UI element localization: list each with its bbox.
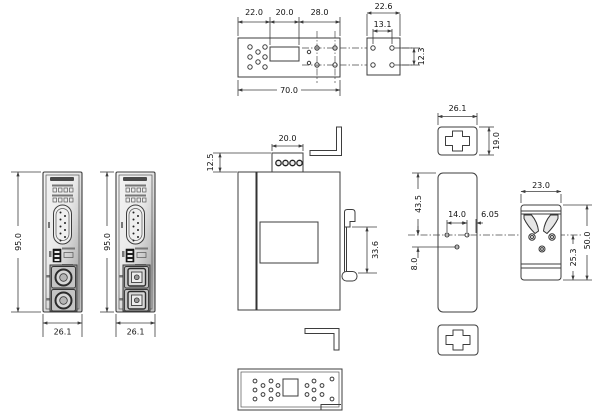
dim-clip-height: 50.0	[563, 204, 593, 281]
port-label	[121, 222, 123, 228]
dim-label: 19.0	[492, 132, 501, 150]
dim-plate-width: 26.1	[437, 104, 478, 125]
bottom-vent-holes-right	[304, 376, 335, 402]
back-body	[437, 172, 478, 313]
l-bracket-top	[309, 126, 342, 156]
l-bracket-bottom	[304, 328, 340, 351]
dim-label: 95.0	[14, 233, 23, 251]
dim-label: 23.0	[532, 181, 550, 190]
bottom-vent-holes-left	[252, 378, 281, 402]
cross-plate-bottom	[437, 324, 479, 356]
dim-label: 70.0	[280, 86, 298, 95]
dim-label: 6.05	[481, 210, 499, 219]
fiber-connectors-st	[46, 264, 78, 312]
dim-front2-height: 95.0	[100, 171, 114, 313]
spring-hook-right	[542, 214, 559, 235]
bottom-slot	[282, 378, 299, 397]
dim-bracket-width: 22.6	[366, 2, 401, 36]
dim-plate-height: 19.0	[479, 126, 501, 156]
model-label	[50, 177, 74, 181]
spring-hook-left	[523, 214, 540, 235]
din-clip-foot	[341, 271, 358, 282]
side-label-area	[259, 221, 319, 264]
dim-top-total: 70.0	[237, 80, 341, 96]
dim-label: 33.6	[371, 241, 380, 259]
db9-connector	[121, 204, 145, 245]
cross-hole	[445, 329, 471, 351]
dim-label: 26.1	[449, 104, 467, 113]
dim-clip-center-to-bottom: 25.3	[567, 234, 579, 281]
dim-bracket-pitch-x: 13.1	[372, 20, 393, 44]
top-view-vent-holes	[247, 44, 268, 70]
dim-front1-width: 26.1	[42, 314, 83, 337]
top-view-mount-holes	[306, 45, 338, 68]
db9-connector	[48, 204, 72, 245]
terminal-screws	[275, 159, 303, 167]
dim-label: 12.3	[417, 48, 426, 66]
cross-hole	[445, 130, 470, 152]
bracket-holes	[370, 45, 395, 68]
top-view-plate	[237, 37, 341, 78]
dim-label: 26.1	[127, 328, 145, 337]
dim-label: 95.0	[103, 233, 112, 251]
fiber-connectors-sc	[119, 264, 151, 312]
dim-label: 28.0	[311, 8, 329, 17]
dim-clip-span: 33.6	[352, 226, 380, 274]
dim-label: 14.0	[448, 210, 466, 219]
bottom-notch	[320, 404, 341, 410]
wall-bracket-view: 22.6 13.1 12.3	[366, 2, 426, 76]
dim-bracket-pitch-y: 12.3	[395, 48, 426, 66]
din-rail-clip-view: 23.0 50.0 25.3	[520, 181, 593, 281]
side-view: 20.0 12.5 33.6	[206, 126, 380, 351]
tx-label	[119, 275, 123, 278]
dim-label: 50.0	[583, 232, 592, 250]
tx-label	[46, 275, 50, 278]
rx-label	[119, 298, 123, 301]
dim-terminal-width: 20.0	[271, 134, 304, 151]
clip-screw-right	[548, 233, 556, 241]
sc-connector-rx	[127, 290, 147, 310]
dim-label: 43.5	[414, 195, 423, 213]
dim-back-below-center: 8.0	[410, 226, 459, 270]
back-view: 43.5 8.0 14.0 6.05	[408, 172, 583, 313]
dim-label: 8.0	[410, 258, 419, 271]
led-indicators	[52, 184, 74, 203]
din-clip-hook	[344, 209, 356, 228]
dim-label: 13.1	[374, 20, 392, 29]
plate-body	[437, 324, 479, 356]
dim-back-hole-to-edge: 6.05	[461, 210, 499, 233]
bracket-plate	[366, 37, 401, 76]
plate-body	[437, 126, 478, 156]
dim-back-top-to-center: 43.5	[412, 172, 436, 236]
dim-front2-width: 26.1	[115, 314, 156, 337]
bottom-inner-border	[240, 371, 340, 408]
front-view-st: 95.0 26.1	[11, 171, 83, 337]
sc-connector-tx	[127, 267, 147, 287]
dim-label: 20.0	[279, 134, 297, 143]
front-view-sc: 95.0 26.1	[100, 171, 156, 337]
cross-plate-top: 26.1 19.0	[437, 104, 501, 156]
dim-label: 25.3	[569, 249, 578, 267]
bottom-view	[237, 368, 343, 411]
din-clip-profile	[341, 209, 358, 282]
dim-label: 22.0	[245, 8, 263, 17]
dim-top-segments: 22.0 20.0 28.0	[237, 8, 341, 45]
top-view: 22.0 20.0 28.0 70.0	[237, 8, 412, 96]
clip-screw-center	[538, 245, 546, 253]
bottom-plate	[237, 368, 343, 411]
dim-label: 20.0	[276, 8, 294, 17]
port-label	[48, 222, 50, 228]
clip-screw-left	[528, 233, 536, 241]
dim-front1-height: 95.0	[11, 171, 41, 313]
dim-label: 26.1	[54, 328, 72, 337]
side-body	[237, 171, 341, 311]
dim-label: 22.6	[375, 2, 393, 11]
led-indicators	[125, 184, 147, 203]
top-view-slot	[269, 46, 300, 62]
model-label	[123, 177, 147, 181]
rx-label	[46, 298, 50, 301]
dim-terminal-height: 12.5	[206, 152, 271, 173]
dim-clip-width: 23.0	[520, 181, 562, 203]
dim-label: 12.5	[206, 154, 215, 172]
